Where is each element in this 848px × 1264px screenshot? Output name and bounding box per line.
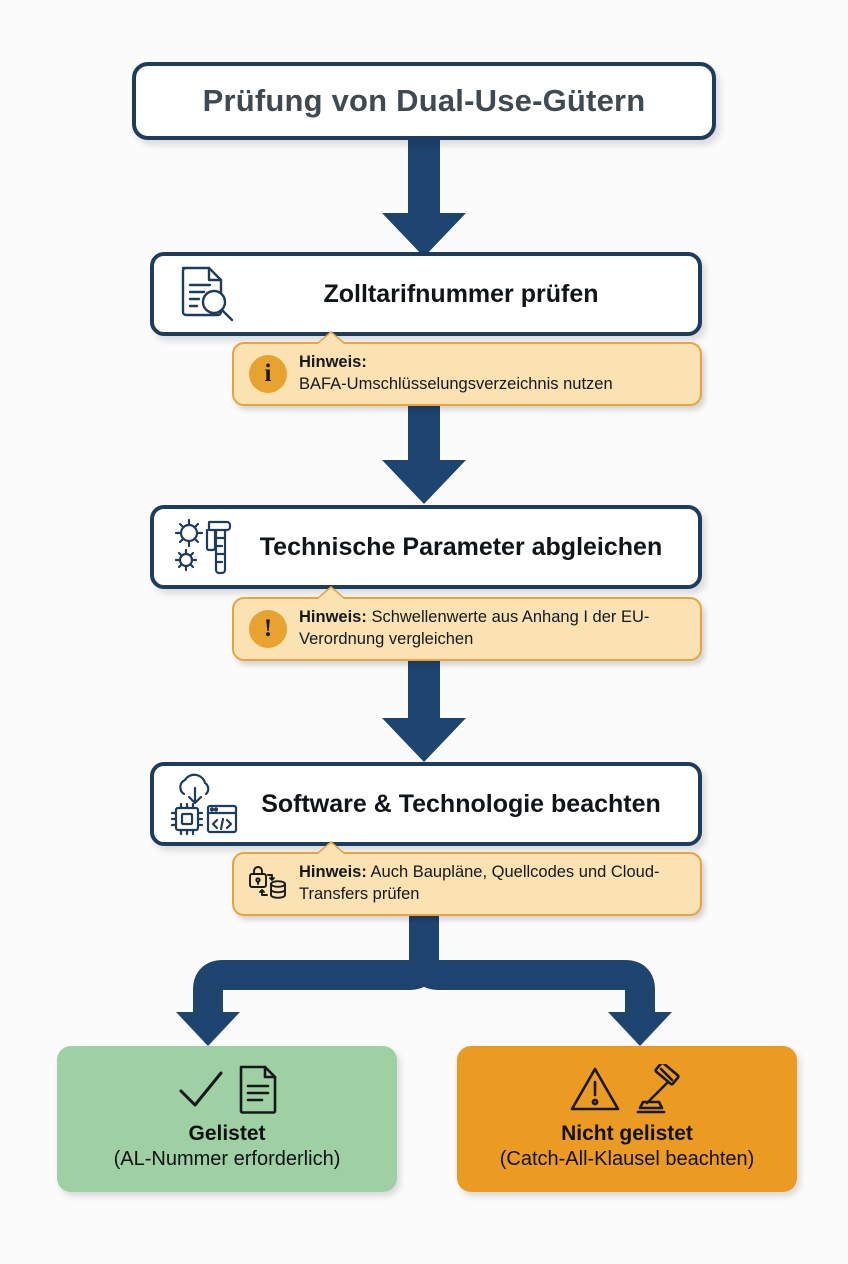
hint-body-1: BAFA-Umschlüsselungsverzeichnis nutzen bbox=[299, 374, 613, 393]
cloud-chip-code-icon bbox=[168, 771, 242, 837]
outcome-subtitle-listed: (AL-Nummer erforderlich) bbox=[113, 1148, 341, 1170]
hint-tail-1 bbox=[318, 333, 344, 344]
warning-triangle-icon bbox=[570, 1067, 620, 1111]
step-box-1[interactable]: Zolltarifnummer prüfen bbox=[150, 252, 702, 336]
step-label-1: Zolltarifnummer prüfen bbox=[323, 279, 599, 308]
page-title: Prüfung von Dual-Use-Gütern bbox=[202, 83, 646, 118]
hint-text-3: Hinweis: Auch Baupläne, Quellcodes und C… bbox=[299, 862, 686, 905]
gavel-icon bbox=[636, 1064, 680, 1114]
exclamation-circle-icon: ! bbox=[246, 607, 290, 651]
hint-prefix-2: Hinweis: bbox=[299, 608, 367, 627]
hint-body-2: Schwellenwerte aus Anhang I der EU-Veror… bbox=[299, 608, 650, 648]
outcome-icons-listed bbox=[175, 1058, 279, 1120]
hint-box-1: i Hinweis: BAFA-Umschlüsselungsverzeichn… bbox=[232, 333, 702, 406]
outcome-box-listed[interactable]: Gelistet (AL-Nummer erforderlich) bbox=[57, 1046, 397, 1192]
hint-text-2: Hinweis: Schwellenwerte aus Anhang I der… bbox=[299, 607, 686, 650]
hint-tail-3 bbox=[318, 843, 344, 854]
hint-prefix-1: Hinweis: bbox=[299, 353, 367, 372]
outcome-title-not-listed: Nicht gelistet bbox=[561, 1122, 693, 1145]
hint-prefix-3: Hinweis: bbox=[299, 863, 367, 882]
step-box-3[interactable]: Software & Technologie beachten bbox=[150, 762, 702, 846]
step-label-2: Technische Parameter abgleichen bbox=[259, 532, 663, 561]
lock-database-icon bbox=[246, 862, 290, 906]
hint-tail-2 bbox=[318, 588, 344, 599]
step-label-3: Software & Technologie beachten bbox=[261, 789, 661, 818]
hint-body-3: Auch Baupläne, Quellcodes und Cloud-Tran… bbox=[299, 863, 660, 903]
outcome-icons-not-listed bbox=[568, 1058, 686, 1120]
outcome-box-not-listed[interactable]: Nicht gelistet (Catch-All-Klausel beacht… bbox=[457, 1046, 797, 1192]
outcome-subtitle-not-listed: (Catch-All-Klausel beachten) bbox=[499, 1148, 755, 1170]
hint-box-3: Hinweis: Auch Baupläne, Quellcodes und C… bbox=[232, 843, 702, 916]
hint-box-2: ! Hinweis: Schwellenwerte aus Anhang I d… bbox=[232, 588, 702, 661]
hint-text-1: Hinweis: BAFA-Umschlüsselungsverzeichnis… bbox=[299, 352, 613, 395]
gears-caliper-icon bbox=[168, 514, 242, 580]
document-icon bbox=[239, 1065, 277, 1114]
check-mark-icon bbox=[179, 1071, 223, 1107]
flowchart-title-box: Prüfung von Dual-Use-Gütern bbox=[132, 62, 716, 140]
info-circle-icon: i bbox=[246, 352, 290, 396]
document-magnifier-icon bbox=[168, 261, 242, 327]
step-box-2[interactable]: Technische Parameter abgleichen bbox=[150, 505, 702, 589]
outcome-title-listed: Gelistet bbox=[188, 1122, 266, 1145]
